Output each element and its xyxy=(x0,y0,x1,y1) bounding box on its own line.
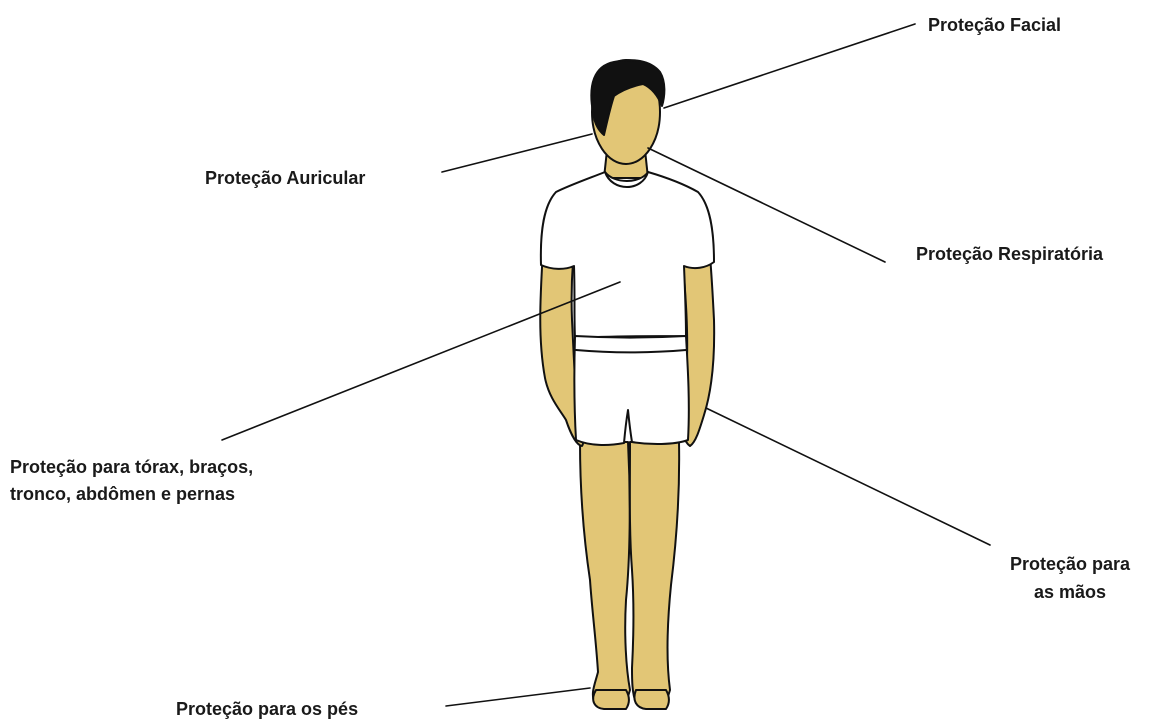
label-hand-protection-line2: as mãos xyxy=(985,580,1155,605)
leader-facial xyxy=(664,24,915,108)
right-foot xyxy=(634,690,669,709)
label-respiratory-protection: Proteção Respiratória xyxy=(916,242,1103,267)
leader-pes xyxy=(446,688,590,706)
label-facial-protection: Proteção Facial xyxy=(928,13,1061,38)
leader-auricular xyxy=(442,134,592,172)
right-leg xyxy=(630,442,679,703)
label-torso-protection-line1: Proteção para tórax, braços, xyxy=(10,455,253,480)
label-hearing-protection: Proteção Auricular xyxy=(205,166,365,191)
left-leg xyxy=(580,442,630,703)
left-foot xyxy=(593,690,629,709)
label-torso-protection-line2: tronco, abdômen e pernas xyxy=(10,482,235,507)
label-hand-protection-line1: Proteção para xyxy=(985,552,1155,577)
leader-maos xyxy=(706,408,990,545)
label-foot-protection: Proteção para os pés xyxy=(176,697,358,722)
